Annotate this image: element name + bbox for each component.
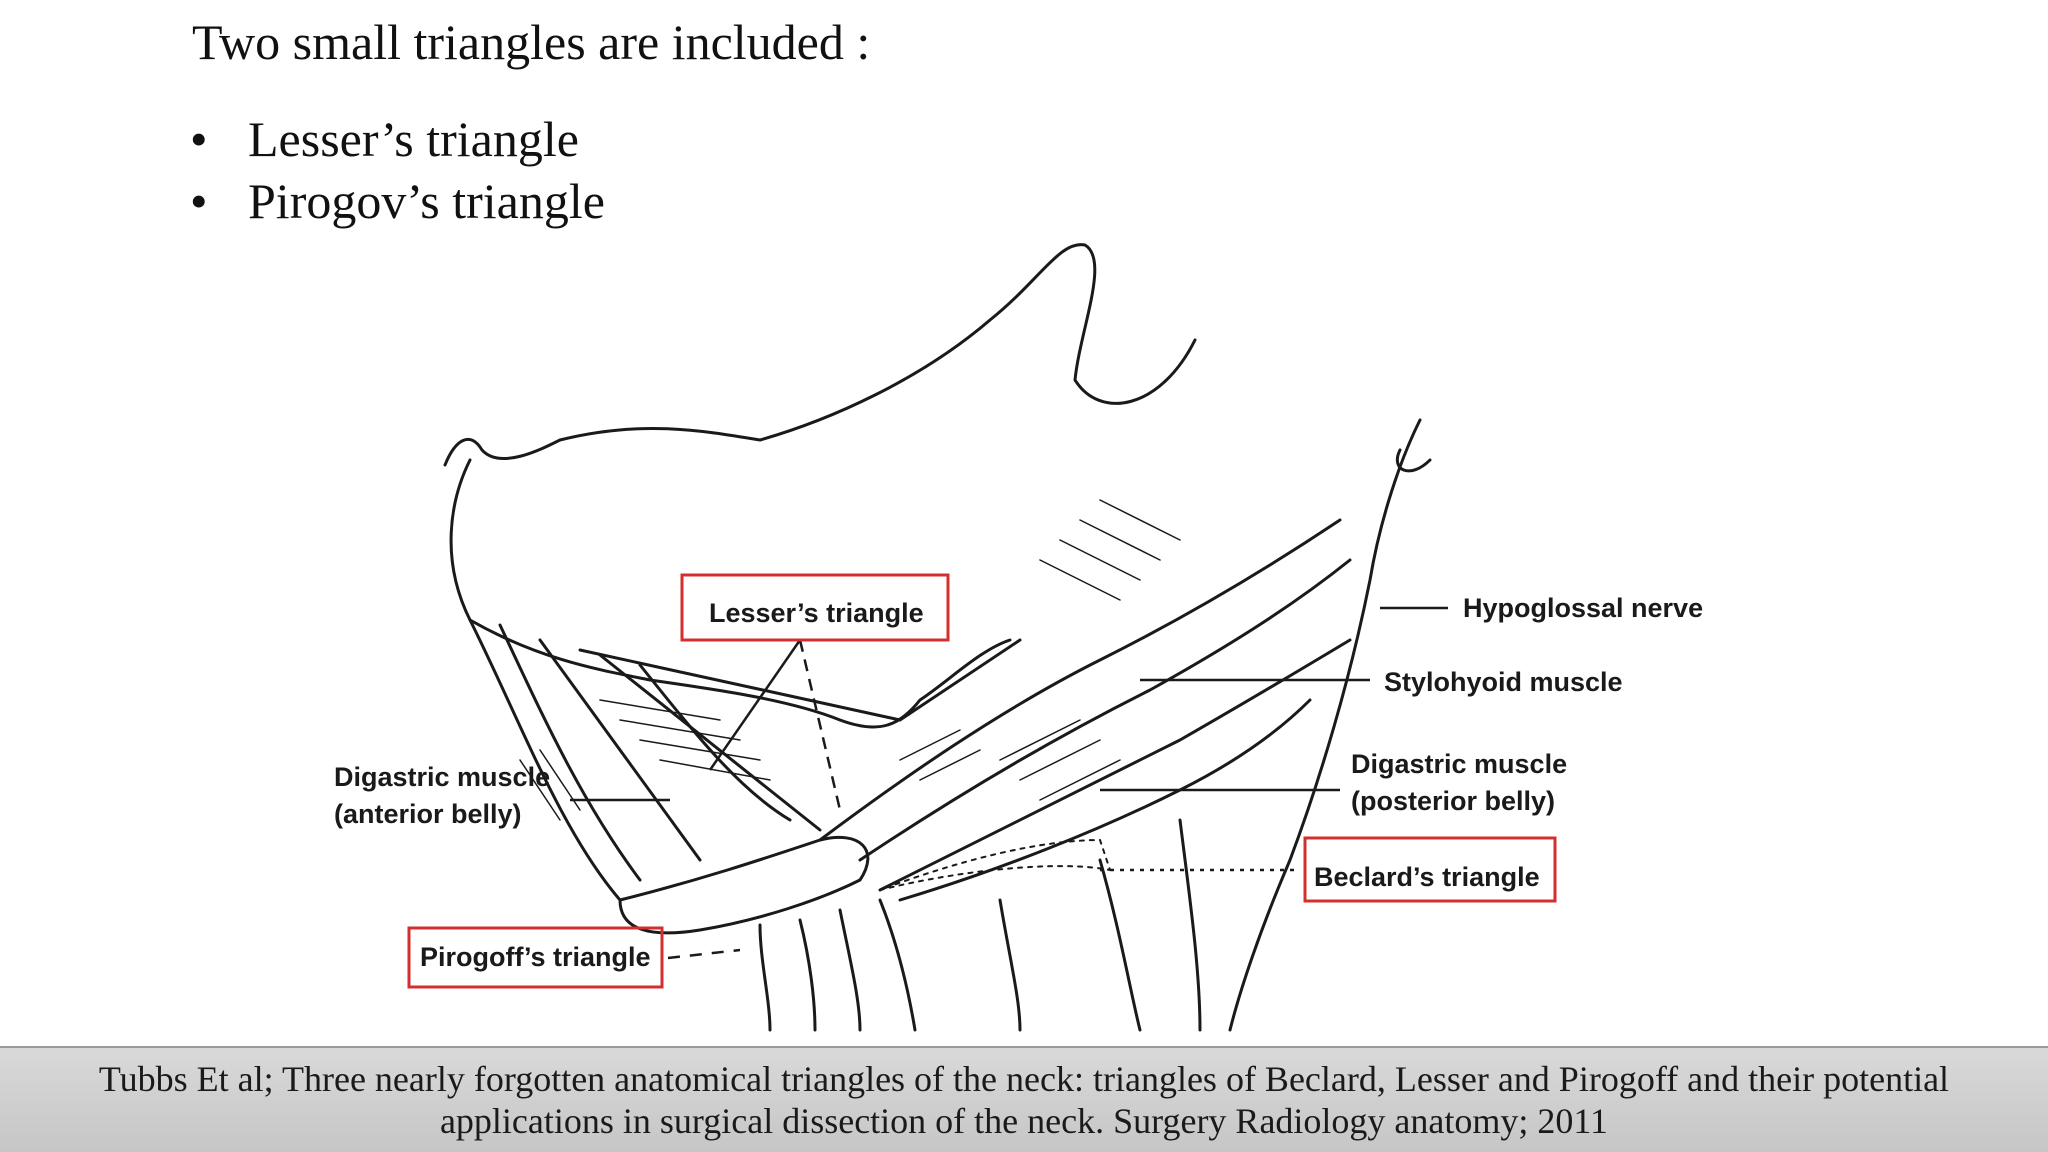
citation-text: Tubbs Et al; Three nearly forgotten anat… <box>24 1058 2024 1142</box>
label-digastric-posterior-line2: (posterior belly) <box>1351 786 1555 816</box>
leader-lines <box>570 606 1448 960</box>
citation-line-1: Tubbs Et al; Three nearly forgotten anat… <box>98 1059 1950 1099</box>
pirogoff-triangle-box <box>407 926 664 989</box>
neck-anatomy-diagram: Lesser’s triangle Hypoglossal nerve Styl… <box>334 243 1703 1032</box>
bullet-pirogov: Pirogov’s triangle <box>190 170 605 232</box>
label-stylohyoid-muscle: Stylohyoid muscle <box>1384 667 1623 697</box>
bullet-lesser: Lesser’s triangle <box>190 108 605 170</box>
citation-line-2: applications in surgical dissection of t… <box>439 1101 1609 1141</box>
beclard-triangle-box <box>1303 836 1557 903</box>
label-hypoglossal-nerve: Hypoglossal nerve <box>1463 593 1703 623</box>
bullet-list: Lesser’s triangle Pirogov’s triangle <box>190 108 605 232</box>
label-pirogoff-triangle: Pirogoff’s triangle <box>420 942 651 972</box>
lesser-triangle-box <box>680 573 950 642</box>
label-digastric-posterior-line1: Digastric muscle <box>1351 749 1567 779</box>
label-lesser-triangle: Lesser’s triangle <box>709 598 924 628</box>
citation-bar: Tubbs Et al; Three nearly forgotten anat… <box>0 1046 2048 1152</box>
label-digastric-anterior-line1: Digastric muscle <box>334 762 550 792</box>
anatomy-drawing <box>443 243 1432 1032</box>
slide-heading: Two small triangles are included : <box>192 14 871 70</box>
label-digastric-anterior-line2: (anterior belly) <box>334 799 522 829</box>
label-beclard-triangle: Beclard’s triangle <box>1314 862 1540 892</box>
